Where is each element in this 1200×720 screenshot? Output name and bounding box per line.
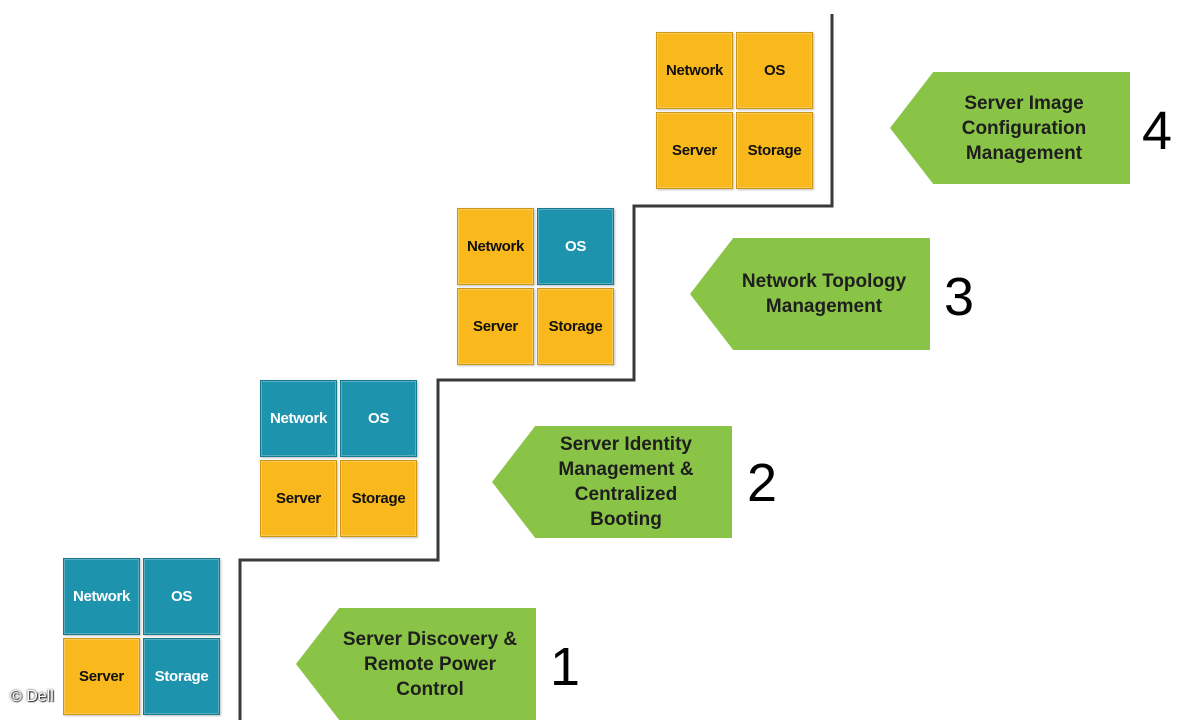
tile-storage: Storage bbox=[340, 460, 417, 537]
tile-storage: Storage bbox=[537, 288, 614, 365]
tile-storage: Storage bbox=[736, 112, 813, 189]
tile-grid-step-4: Network OS Server Storage bbox=[656, 32, 814, 190]
tile-grid-step-3: Network OS Server Storage bbox=[457, 208, 615, 366]
tile-grid-step-1: Network OS Server Storage bbox=[63, 558, 221, 716]
tile-network: Network bbox=[63, 558, 140, 635]
tile-network: Network bbox=[656, 32, 733, 109]
tile-server: Server bbox=[656, 112, 733, 189]
staircase-path bbox=[238, 14, 834, 720]
step-4-label-text: Server Image Configuration Management bbox=[961, 92, 1087, 164]
step-2-number: 2 bbox=[747, 453, 778, 513]
tile-server: Server bbox=[260, 460, 337, 537]
tile-server: Server bbox=[457, 288, 534, 365]
tile-os: OS bbox=[537, 208, 614, 285]
step-3-label-text: Network Topology Management bbox=[741, 271, 907, 317]
tile-network: Network bbox=[260, 380, 337, 457]
step-2-label: Server Identity Management & Centralized… bbox=[492, 426, 732, 538]
step-4-number: 4 bbox=[1142, 101, 1173, 161]
tile-storage: Storage bbox=[143, 638, 220, 715]
step-1-label: Server Discovery & Remote Power Control bbox=[296, 608, 536, 720]
tile-os: OS bbox=[340, 380, 417, 457]
tile-os: OS bbox=[143, 558, 220, 635]
copyright-notice: © Dell bbox=[10, 688, 54, 705]
step-3-number: 3 bbox=[944, 267, 975, 327]
step-1-number: 1 bbox=[550, 637, 581, 697]
tile-os: OS bbox=[736, 32, 813, 109]
step-2-label-text: Server Identity Management & Centralized… bbox=[558, 434, 694, 530]
step-3-label: Network Topology Management bbox=[690, 238, 930, 350]
step-1-label-text: Server Discovery & Remote Power Control bbox=[342, 628, 518, 700]
tile-network: Network bbox=[457, 208, 534, 285]
tile-server: Server bbox=[63, 638, 140, 715]
tile-grid-step-2: Network OS Server Storage bbox=[260, 380, 418, 538]
step-4-label: Server Image Configuration Management bbox=[890, 72, 1130, 184]
